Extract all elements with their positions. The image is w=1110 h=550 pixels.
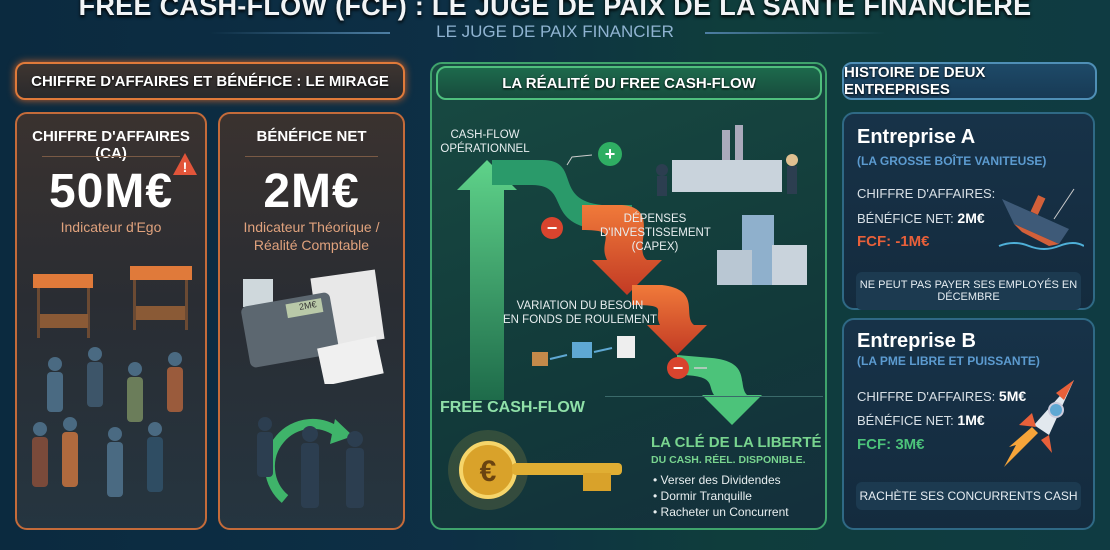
bn-value: 2M€	[263, 165, 360, 218]
section-header-deux-entreprises: HISTOIRE DE DEUX ENTREPRISES	[842, 62, 1097, 100]
list-item: • Racheter un Concurrent	[653, 505, 789, 519]
ca-value: 50M€	[48, 165, 174, 218]
section-header-mirage: CHIFFRE D'AFFAIRES ET BÉNÉFICE : LE MIRA…	[15, 62, 405, 100]
company-note: RACHÈTE SES CONCURRENTS CASH	[856, 482, 1081, 510]
minus-icon	[667, 357, 689, 379]
company-tag: (LA PME LIBRE ET PUISSANTE)	[857, 354, 1040, 368]
bn-row: BÉNÉFICE NET: 1M€	[857, 412, 985, 428]
ca-row: CHIFFRE D'AFFAIRES: 5M€	[857, 388, 1027, 404]
bn-caption-1: Indicateur Théorique /	[243, 219, 380, 235]
market-crowd-illustration	[32, 266, 192, 497]
company-tag: (LA GROSSE BOÎTE VANITEUSE)	[857, 154, 1047, 168]
card-chiffre-affaires: CHIFFRE D'AFFAIRES (CA) 50M€ ! Indicateu…	[15, 112, 207, 530]
page-title: FREE CASH-FLOW (FCF) : LE JUGE DE PAIX D…	[78, 0, 1032, 21]
golden-key-icon: €	[448, 430, 622, 510]
svg-text:!: !	[183, 159, 188, 175]
svg-text:€: €	[480, 455, 497, 488]
fcf-arrow	[677, 355, 762, 425]
ca-label: CHIFFRE D'AFFAIRES:	[857, 186, 996, 201]
fcf-value: FCF: -1M€	[857, 233, 930, 250]
company-a-card: Entreprise A (LA GROSSE BOÎTE VANITEUSE)…	[842, 112, 1095, 310]
factory-illustration	[656, 125, 798, 196]
sinking-ship-icon	[998, 188, 1084, 250]
list-item: • Verser des Dividendes	[653, 473, 781, 487]
bn-caption-2: Réalité Comptable	[253, 237, 370, 253]
list-item: • Dormir Tranquille	[653, 489, 752, 503]
cash-flow-diagram: + − −	[457, 125, 807, 425]
ocf-label: CASH-FLOW	[450, 129, 520, 141]
company-b-card: Entreprise B (LA PME LIBRE ET PUISSANTE)…	[842, 318, 1095, 530]
key-title: LA CLÉ DE LA LIBERTÉ	[651, 434, 822, 451]
company-name: Entreprise B	[857, 330, 976, 352]
card-benefice-net: BÉNÉFICE NET 2M€ Indicateur Théorique / R…	[218, 112, 405, 530]
svg-text:+: +	[605, 144, 616, 164]
bfr-arrow	[632, 285, 707, 355]
bn-row: BÉNÉFICE NET: 2M€	[857, 210, 985, 226]
rocket-icon	[1004, 380, 1074, 467]
capex-label: DÉPENSES	[623, 213, 687, 225]
buildings-illustration	[717, 215, 807, 285]
benefit-list: • Verser des Dividendes • Dormir Tranqui…	[653, 472, 789, 520]
warning-icon: !	[173, 153, 197, 175]
divider	[210, 32, 390, 34]
card-title: CHIFFRE D'AFFAIRES (CA)	[32, 128, 190, 162]
page-subtitle: LE JUGE DE PAIX FINANCIER	[436, 22, 674, 41]
supply-chain-illustration	[532, 336, 635, 366]
svg-text:−: −	[673, 358, 684, 378]
key-subtitle: DU CASH. RÉEL. DISPONIBLE.	[651, 454, 806, 466]
fcf-value: FCF: 3M€	[857, 436, 925, 453]
capex-arrow	[582, 205, 662, 295]
minus-icon	[541, 217, 563, 239]
up-arrow	[457, 160, 517, 400]
company-name: Entreprise A	[857, 126, 976, 148]
card-title: BÉNÉFICE NET	[256, 128, 367, 145]
calculator-illustration: 2M€	[241, 269, 385, 384]
calculator-screen: 2M€	[298, 299, 317, 312]
fcf-label: FREE CASH-FLOW	[440, 399, 585, 416]
svg-text:−: −	[547, 218, 558, 238]
plus-icon	[598, 142, 622, 166]
ca-caption: Indicateur d'Ego	[60, 219, 162, 235]
handshake-illustration	[257, 417, 364, 508]
bfr-label: VARIATION DU BESOIN	[516, 300, 644, 312]
company-note: NE PEUT PAS PAYER SES EMPLOYÉS EN DÉCEMB…	[856, 272, 1081, 310]
section-header-fcf: LA RÉALITÉ DU FREE CASH-FLOW	[436, 66, 822, 100]
